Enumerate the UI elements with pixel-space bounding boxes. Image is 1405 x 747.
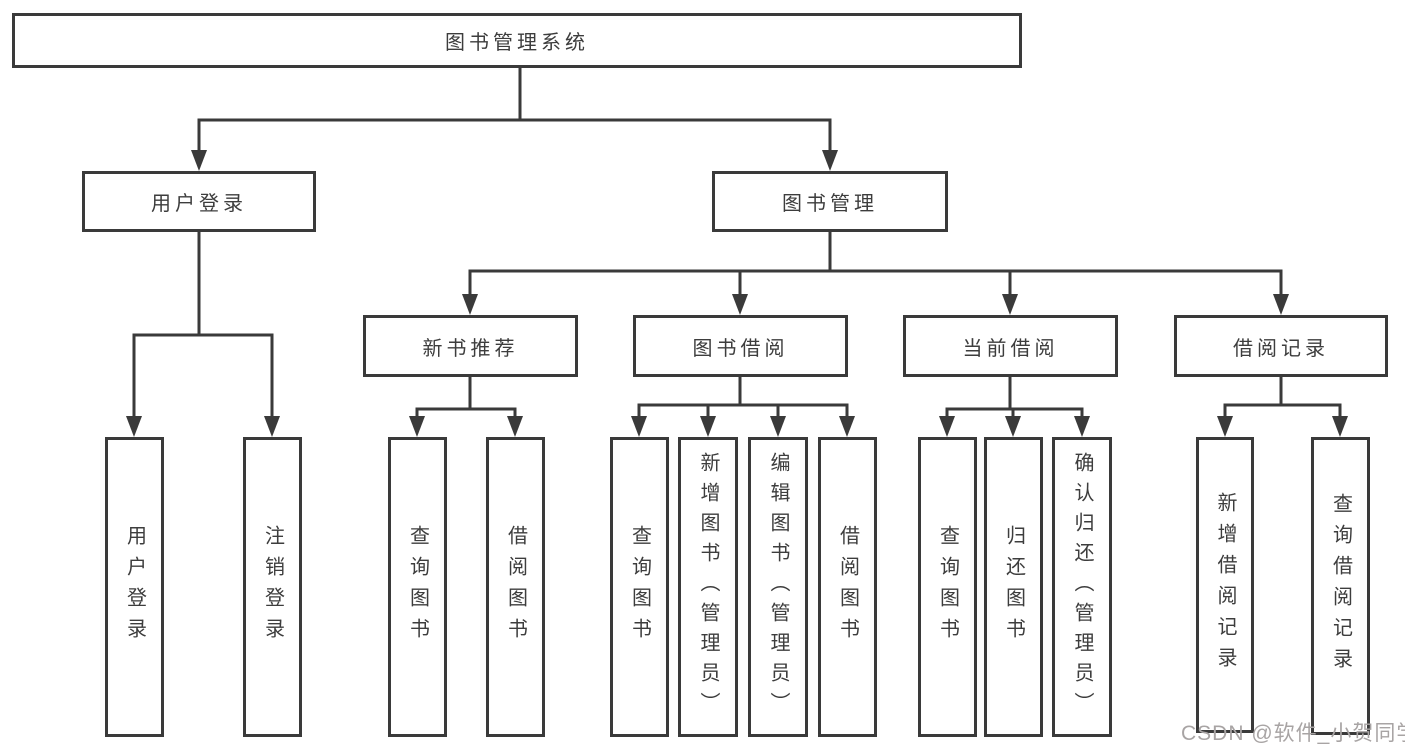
arrowhead-icon: [631, 416, 647, 437]
csdn-watermark: CSDN @软件_小贺同学: [1181, 722, 1405, 745]
node-label: 归还图书: [1002, 525, 1025, 649]
leaf-newbooks-query-books: 查询图书: [388, 437, 447, 737]
arrowhead-icon: [462, 294, 478, 315]
node-book-management: 图书管理: [712, 171, 948, 232]
arrowhead-icon: [1074, 416, 1090, 437]
node-label: 查询图书: [936, 525, 959, 649]
arrowhead-icon: [507, 416, 523, 437]
node-user-login: 用户登录: [82, 171, 316, 232]
leaf-records-query-record: 查询借阅记录: [1311, 437, 1370, 735]
leaf-current-confirm-return-admin: 确认归还（管理员）: [1052, 437, 1112, 737]
connector-userlogin-to-leaves: [132, 232, 274, 417]
node-label: 图书借阅: [692, 337, 789, 360]
node-label: 确认归还（管理员）: [1071, 452, 1093, 722]
node-label: 图书管理系统: [445, 32, 589, 54]
leaf-newbooks-borrow-books: 借阅图书: [486, 437, 545, 737]
arrowhead-icon: [732, 294, 748, 315]
arrowhead-icon: [939, 416, 955, 437]
node-borrow-records: 借阅记录: [1174, 315, 1388, 377]
arrowhead-icon: [1332, 416, 1348, 437]
node-label: 新书推荐: [422, 337, 519, 360]
connector-records-to-leaves: [1223, 377, 1342, 417]
leaf-records-add-record: 新增借阅记录: [1196, 437, 1254, 733]
arrowhead-icon: [191, 150, 207, 171]
node-label: 新增借阅记录: [1214, 492, 1236, 678]
node-current-borrow: 当前借阅: [903, 315, 1118, 377]
arrowhead-icon: [264, 416, 280, 437]
node-label: 借阅图书: [836, 525, 859, 649]
node-label: 注销登录: [261, 525, 284, 649]
node-label: 当前借阅: [962, 337, 1059, 360]
node-label: 查询借阅记录: [1329, 493, 1352, 679]
arrowhead-icon: [1273, 294, 1289, 315]
leaf-current-return-books: 归还图书: [984, 437, 1043, 737]
leaf-borrowing-edit-books-admin: 编辑图书（管理员）: [748, 437, 808, 737]
leaf-current-query-books: 查询图书: [918, 437, 977, 737]
connector-borrowing-to-leaves: [637, 377, 849, 417]
arrowhead-icon: [822, 150, 838, 171]
arrowhead-icon: [1005, 416, 1021, 437]
arrowhead-icon: [409, 416, 425, 437]
node-label: 查询图书: [406, 525, 429, 649]
arrowhead-icon: [126, 416, 142, 437]
node-label: 借阅记录: [1233, 337, 1329, 360]
leaf-borrowing-borrow-books: 借阅图书: [818, 437, 877, 737]
arrowhead-icon: [1002, 294, 1018, 315]
leaf-logout: 注销登录: [243, 437, 302, 737]
arrowhead-icon: [839, 416, 855, 437]
node-label: 用户登录: [151, 193, 247, 215]
connector-bookmgmt-to-level3: [468, 232, 1283, 295]
leaf-user-login: 用户登录: [105, 437, 164, 737]
arrowhead-icon: [1217, 416, 1233, 437]
arrowhead-icon: [700, 416, 716, 437]
leaf-borrowing-add-books-admin: 新增图书（管理员）: [678, 437, 738, 737]
node-label: 查询图书: [628, 525, 651, 649]
arrowhead-icon: [770, 416, 786, 437]
node-root-system: 图书管理系统: [12, 13, 1022, 68]
node-book-borrow: 图书借阅: [633, 315, 848, 377]
node-label: 编辑图书（管理员）: [767, 452, 789, 722]
leaf-borrowing-query-books: 查询图书: [610, 437, 669, 737]
node-label: 图书管理: [782, 193, 878, 215]
node-label: 新增图书（管理员）: [697, 452, 719, 722]
node-label: 用户登录: [123, 525, 146, 649]
node-new-book-recommend: 新书推荐: [363, 315, 578, 377]
node-label: 借阅图书: [504, 525, 527, 649]
connector-current-to-leaves: [945, 377, 1084, 417]
connector-root-to-level2: [197, 68, 832, 151]
connector-newbooks-to-leaves: [415, 377, 517, 417]
